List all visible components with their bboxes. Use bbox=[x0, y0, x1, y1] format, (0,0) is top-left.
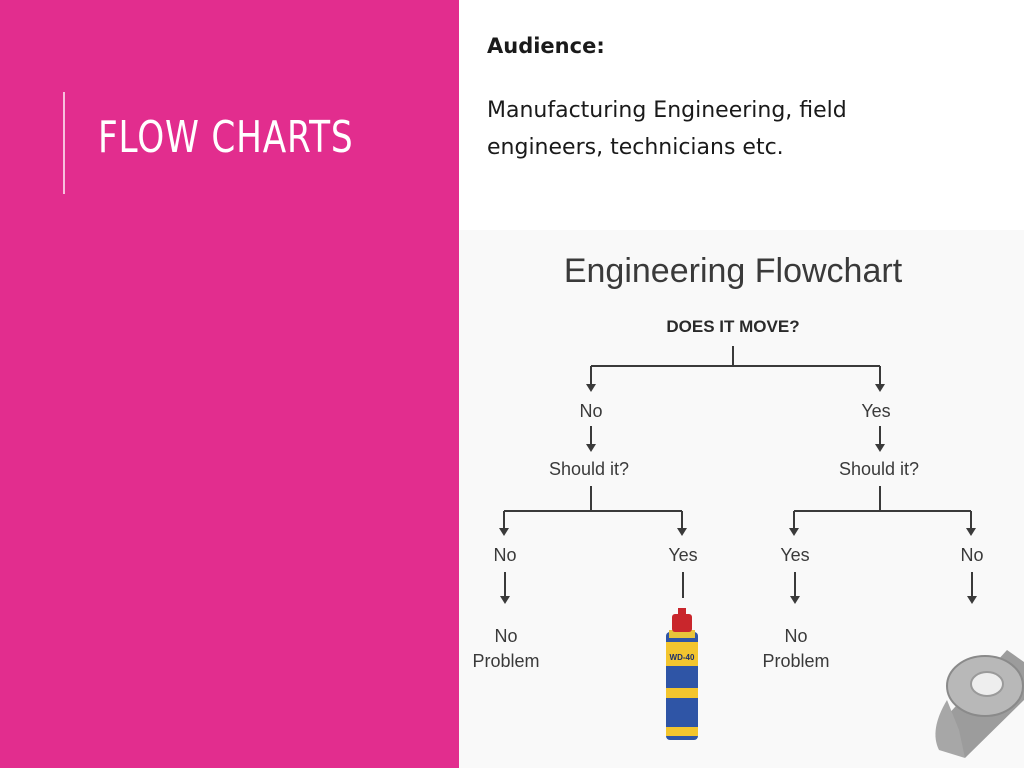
spray-can-label: WD-40 bbox=[670, 653, 695, 662]
flowchart-diagram: Engineering Flowchart DOES IT MOVE? No Y… bbox=[472, 252, 1024, 758]
root-connector bbox=[590, 346, 881, 386]
root-question: DOES IT MOVE? bbox=[666, 317, 799, 336]
title-panel: FLOW CHARTS bbox=[0, 0, 459, 768]
question-left: Should it? bbox=[549, 459, 629, 479]
arrow-to-leaf-3 bbox=[789, 528, 799, 536]
arrow-to-outcome-1 bbox=[500, 596, 510, 604]
leaf-label-3: Yes bbox=[780, 545, 809, 565]
outcome-1-line-1: No bbox=[494, 626, 517, 646]
branch-connector bbox=[590, 426, 881, 446]
engineering-flowchart-image: Engineering Flowchart DOES IT MOVE? No Y… bbox=[459, 230, 1024, 768]
question-right: Should it? bbox=[839, 459, 919, 479]
flowchart-title: Engineering Flowchart bbox=[564, 252, 903, 290]
leaf-label-4: No bbox=[960, 545, 983, 565]
leaf-connectors bbox=[504, 572, 973, 598]
arrow-to-right-branch bbox=[875, 384, 885, 392]
arrow-to-leaf-1 bbox=[499, 528, 509, 536]
arrow-to-left-question bbox=[586, 444, 596, 452]
leaf-label-2: Yes bbox=[668, 545, 697, 565]
arrow-to-right-question bbox=[875, 444, 885, 452]
right-question-connector bbox=[793, 486, 972, 530]
outcome-3-line-1: No bbox=[784, 626, 807, 646]
arrow-to-outcome-4 bbox=[967, 596, 977, 604]
duct-tape-icon bbox=[935, 650, 1024, 758]
branch-label-left: No bbox=[579, 401, 602, 421]
arrow-to-outcome-3 bbox=[790, 596, 800, 604]
arrow-to-left-branch bbox=[586, 384, 596, 392]
audience-body: Manufacturing Engineering, field enginee… bbox=[487, 98, 847, 160]
branch-label-right: Yes bbox=[861, 401, 890, 421]
slide-title: FLOW CHARTS bbox=[98, 112, 354, 163]
outcome-1-line-2: Problem bbox=[472, 651, 539, 671]
audience-heading: Audience: bbox=[487, 34, 605, 58]
arrow-to-leaf-2 bbox=[677, 528, 687, 536]
left-question-connector bbox=[503, 486, 683, 530]
leaf-label-1: No bbox=[493, 545, 516, 565]
content-panel: Audience: Manufacturing Engineering, fie… bbox=[459, 0, 1024, 768]
outcome-3-line-2: Problem bbox=[762, 651, 829, 671]
spray-can-icon: WD-40 bbox=[666, 608, 698, 740]
arrow-to-leaf-4 bbox=[966, 528, 976, 536]
accent-rule bbox=[63, 92, 65, 194]
